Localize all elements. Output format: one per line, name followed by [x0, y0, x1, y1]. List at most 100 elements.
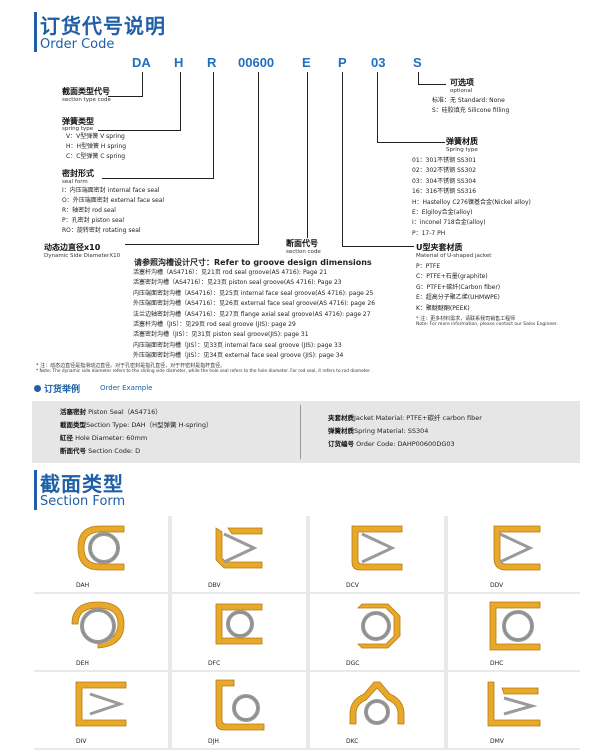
seal-form-item: R：轴密封 rod seal [62, 207, 116, 214]
jacket-item: P：PTFE [416, 263, 441, 270]
dynamic-diameter-en: Dynamic Side DiameterX10 [44, 253, 121, 259]
footnote-en: * Note: The dynamic side diameter refers… [36, 369, 371, 374]
seal-form-en: seal form [62, 179, 88, 185]
section-profile-deh-icon [71, 601, 125, 649]
section-profile-div-icon [75, 681, 127, 727]
order-code-subtitle: Order Code [40, 37, 115, 52]
section-type-code-en: section type code [62, 97, 111, 103]
example-right: 夹套材质Jacket Material: PTFE+碳纤 carbon fibe… [328, 412, 482, 451]
section-form-label: DCV [346, 582, 359, 589]
example-row: 缸径 Hole Diameter: 60mm [60, 434, 148, 442]
optional-title: 可选项 [450, 78, 474, 87]
section-form-cell-dbv: DBV [172, 516, 306, 592]
groove-item: 外压端面密封沟槽（JIS）：见34页 external face seal gr… [133, 352, 344, 360]
section-code-title: 断面代号 [286, 239, 318, 248]
section-form-cell-dgc: DGC [310, 594, 444, 670]
seal-form-item: I：内压端面密封 internal face seal [62, 187, 160, 194]
section-form-label: DEH [76, 660, 89, 667]
section-form-label: DBV [208, 582, 221, 589]
section-profile-dgc-icon [357, 603, 401, 649]
code-E: E [302, 55, 311, 70]
example-row: 活塞密封 Piston Seal（AS4716） [60, 408, 162, 416]
section-form-cell-deh: DEH [34, 594, 168, 670]
section-profile-dkc-icon [349, 681, 405, 725]
section-form-cell-dmv: DMV [448, 672, 582, 748]
example-divider [300, 405, 301, 459]
footnote-cn: * 注：动态边直径是指滑动边直径。对于孔密封是指孔直径，对于杆密封是指杆直径。 [36, 363, 226, 369]
section-form-cell-div: DIV [34, 672, 168, 748]
section-form-label: DKC [346, 738, 359, 745]
jacket-en: Material of U-shaped jacket [416, 253, 492, 259]
spring-material-item: I：inconel 718合金(alloy) [412, 219, 486, 227]
spring-material-list: 01：301不锈钢 SS301 02：302不锈钢 SS302 03：304不锈… [412, 156, 531, 239]
dynamic-diameter-title: 动态边直径x10 [44, 243, 101, 252]
section-form-cell-dhc: DHC [448, 594, 582, 670]
spring-material-item: 02：302不锈钢 SS302 [412, 167, 477, 175]
groove-item: 内压端面密封沟槽（AS4716）：见25页 internal face seal… [133, 289, 374, 297]
jacket-item: C：PTFE+石墨(graphite) [416, 273, 488, 281]
section-form-label: DFC [208, 660, 221, 667]
section-profile-dah-icon [77, 525, 125, 571]
code-P: P [338, 55, 347, 70]
jacket-note-en: Note: For more information, please conta… [416, 322, 558, 327]
section-profile-dcv-icon [351, 525, 403, 571]
spring-material-en: Spring type [446, 147, 478, 153]
optional-item: S：硅胶填充 Silicone filling [432, 107, 510, 114]
spring-type-item: V：V型弹簧 V spring [66, 133, 125, 140]
section-form-cell-dfc: DFC [172, 594, 306, 670]
section-form-subtitle: Section Form [40, 494, 126, 509]
section-form-label: DDV [490, 582, 504, 589]
spring-material-item: H：Hastelloy C276镍基合金(Nickel alloy) [412, 198, 531, 206]
section-form-grid: DAH DBV DCV DDV DEH DFC DGC DHC DIV DJH DKC DMV [34, 516, 582, 750]
section-form-label: DIV [76, 738, 87, 745]
jacket-item: E：超高分子聚乙烯(UHMWPE) [416, 294, 500, 302]
code-00600: 00600 [238, 55, 275, 70]
example-row: 夹套材质Jacket Material: PTFE+碳纤 carbon fibe… [328, 414, 482, 422]
groove-item: 内压端面密封沟槽（JIS）：见33页 internal face seal gr… [133, 341, 342, 349]
jacket-item: G：PTFE+碳纤(Carbon fiber) [416, 283, 501, 291]
example-row: 订货编号 Order Code: DAHP00600DG03 [328, 440, 455, 448]
groove-item: 活塞密封沟槽（JIS）：见31页 piston seal groove(JIS)… [133, 331, 309, 339]
section-form-cell-dkc: DKC [310, 672, 444, 748]
jacket-note-cn: * 注：更多材料需求，请联系我司销售工程师 [416, 316, 516, 322]
section-form-label: DHC [490, 660, 504, 667]
example-left: 活塞密封 Piston Seal（AS4716） 截面类型Section Typ… [60, 406, 213, 458]
section-form-cell-djh: DJH [172, 672, 306, 748]
header-accent-bar [34, 12, 37, 52]
section-profile-dfc-icon [215, 603, 263, 645]
groove-title: 请参照沟槽设计尺寸：Refer to groove design dimensi… [134, 258, 372, 267]
spring-type-en: spring type [62, 126, 94, 132]
section-form-cell-dah: DAH [34, 516, 168, 592]
optional-item: 标准：无 Standard: None [432, 97, 505, 104]
example-title: 订货举例 [44, 385, 81, 395]
seal-form-item: O：外压端面密封 external face seal [62, 197, 165, 204]
example-bullet [34, 385, 41, 392]
jacket-list: P：PTFE C：PTFE+石墨(graphite) G：PTFE+碳纤(Car… [416, 262, 500, 314]
code-S: S [413, 55, 422, 70]
example-subtitle: Order Example [100, 384, 153, 392]
code-H: H [174, 55, 184, 70]
example-row: 截面类型Section Type: DAH（H型弹簧 H-spring） [60, 421, 213, 429]
jacket-title: U型夹套材质 [416, 243, 463, 252]
code-R: R [207, 55, 217, 70]
section-form-label: DJH [208, 738, 219, 745]
spring-type-item: H：H型弹簧 H spring [66, 143, 127, 150]
section-accent-bar [34, 470, 37, 510]
groove-item: 法兰边轴密封沟槽（AS4716）：见27页 flange axial seal … [133, 310, 371, 318]
seal-form-title: 密封形式 [62, 169, 94, 178]
order-code-title: 订货代号说明 [40, 14, 166, 38]
spring-type-item: C：C型弹簧 C spring [66, 153, 126, 160]
section-form-label: DGC [346, 660, 360, 667]
groove-item: 活塞杆沟槽（JIS）：见29页 rod seal groove (JIS): p… [133, 321, 296, 329]
groove-list: 活塞杆沟槽（AS4716）：见21页 rod seal groove(AS 47… [133, 268, 375, 362]
section-form-cell-ddv: DDV [448, 516, 582, 592]
example-panel: 活塞密封 Piston Seal（AS4716） 截面类型Section Typ… [32, 401, 580, 463]
groove-item: 活塞密封沟槽（AS4716）：见23页 piston seal groove(A… [133, 279, 342, 287]
section-profile-dbv-icon [215, 527, 263, 569]
spring-material-item: E：Elgiloy合金(alloy) [412, 209, 473, 217]
section-form-title: 截面类型 [40, 472, 124, 496]
jacket-item: K：聚醚醚酮(PEEK) [416, 304, 470, 312]
code-DA: DA [132, 55, 151, 70]
section-profile-djh-icon [215, 679, 265, 731]
spring-material-item: 03：304不锈钢 SS304 [412, 177, 477, 185]
